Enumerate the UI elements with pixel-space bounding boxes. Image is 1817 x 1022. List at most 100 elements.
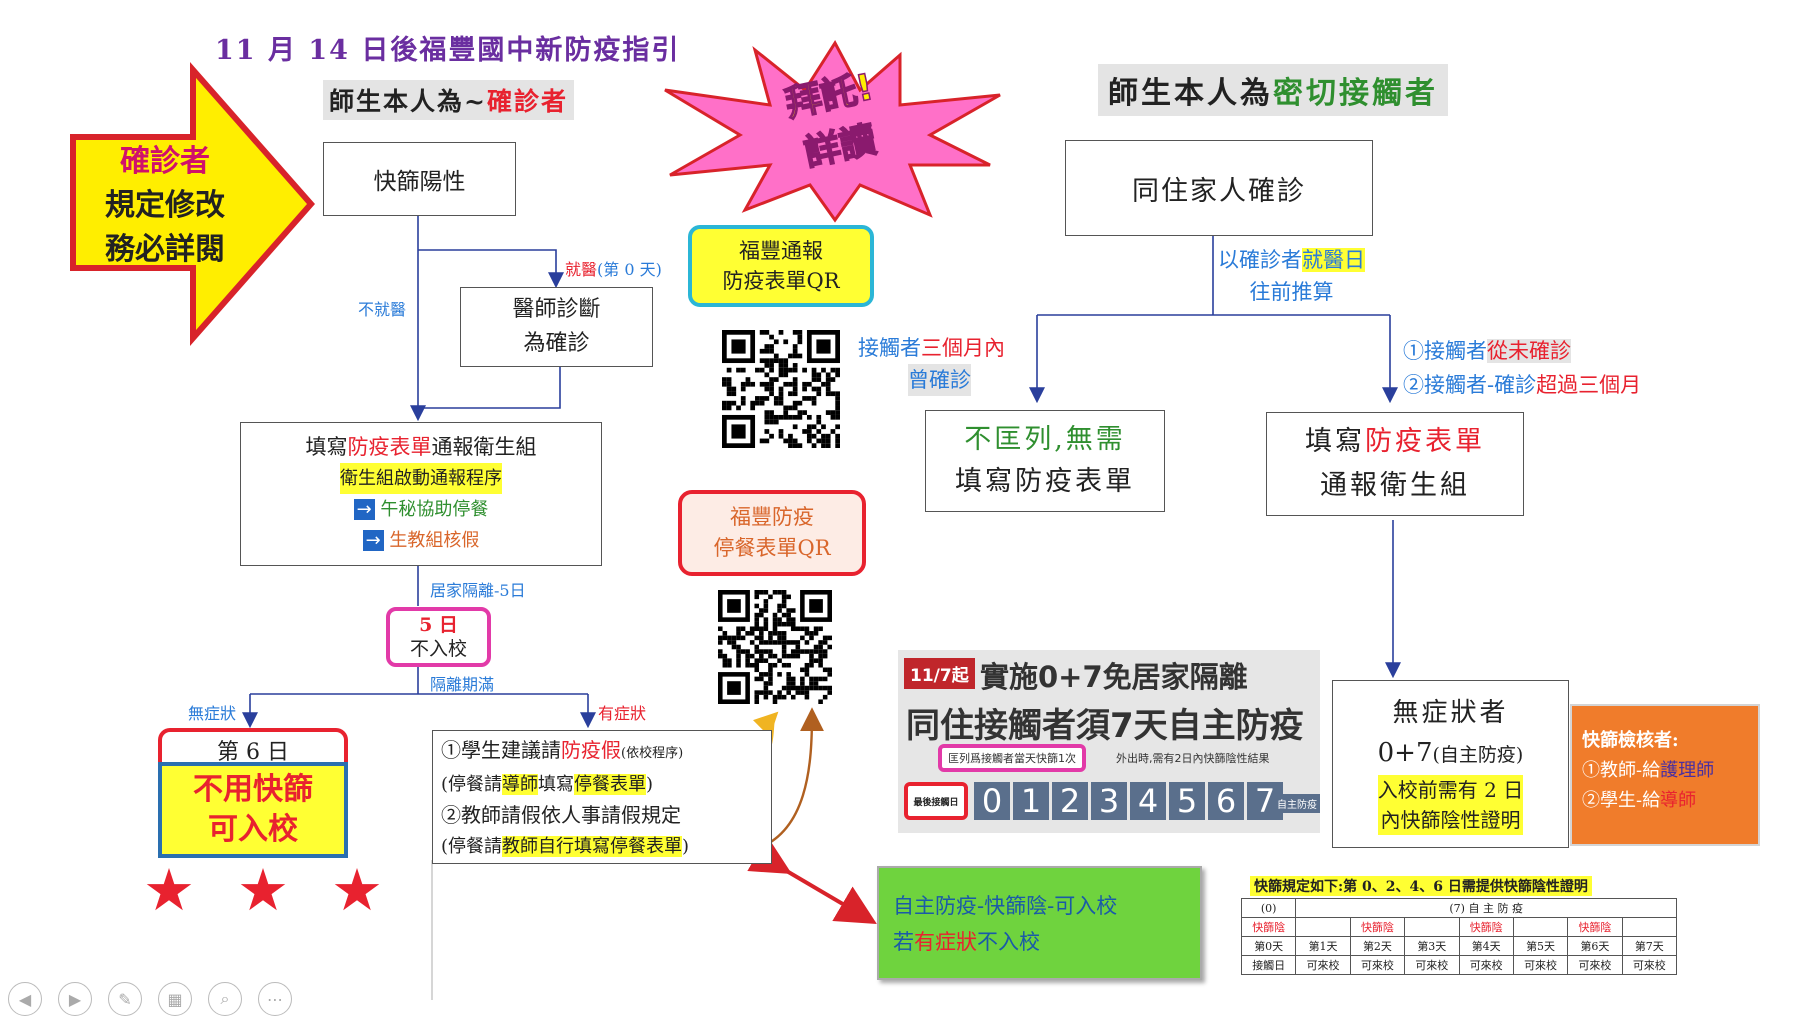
green-line2-red: 有症狀: [914, 930, 977, 954]
five-days-text: 不入校: [409, 638, 467, 660]
digit: 1: [1013, 782, 1049, 820]
backtrack-line2: 往前推算: [1249, 280, 1334, 304]
rule-day: 第6天: [1567, 936, 1623, 956]
checker-line2: ②學生-給導師: [1582, 786, 1748, 816]
next-icon[interactable]: ▶: [58, 982, 92, 1016]
asym-rule-main: 0+7: [1377, 738, 1433, 768]
qr1-line1: 福豐通報: [739, 239, 823, 263]
checker-line1: ①教師-給護理師: [1582, 756, 1748, 786]
banner-date-badge: 11/7起: [904, 658, 975, 689]
rule-bottom: 接觸日: [1240, 955, 1297, 975]
fill-form-post: 通報衛生組: [431, 435, 537, 459]
sym1-red: 防疫假: [561, 738, 621, 762]
condition-label: ①接觸者從未確診 ②接觸者-確診超過三個月: [1403, 334, 1641, 402]
burst-shape: [664, 40, 1001, 223]
green-line2: 若有症狀不入校: [893, 924, 1186, 960]
left-header-prefix: 師生本人為~: [329, 87, 487, 116]
backtrack-hl: 就醫日: [1302, 248, 1365, 272]
rule-head-zero: (0): [1240, 898, 1297, 918]
slides-icon[interactable]: ▦: [158, 982, 192, 1016]
checker-line2-hl: 導師: [1660, 790, 1697, 811]
star-icon: ★: [331, 856, 383, 924]
policy-banner: 11/7起 實施0+7免居家隔離 同住接觸者須7天自主防疫 匡列爲接觸者當天快篩…: [898, 650, 1320, 833]
qr2-line1: 福豐防疫: [730, 505, 814, 529]
more-icon[interactable]: ⋯: [258, 982, 292, 1016]
symptom-box: ①學生建議請防疫假(依校程序) (停餐請導師填寫停餐表單) ②教師請假依人事請假…: [432, 730, 772, 864]
lunch-help-line: → 午秘協助停餐: [353, 494, 488, 525]
asymptomatic-box: 無症狀者 0+7(自主防疫) 入校前需有 2 日 內快篩陰性證明: [1332, 680, 1569, 848]
has-symptom-label: 有症狀: [598, 704, 647, 723]
five-days-num: 5 日: [419, 614, 458, 636]
checker-line2-pre: ②學生-給: [1582, 790, 1661, 811]
rule-table: (0) (7) 自 主 防 疫 快篩陰 快篩陰 快篩陰 快篩陰 第0天 第1天 …: [1240, 898, 1678, 975]
pen-icon[interactable]: ✎: [108, 982, 142, 1016]
banner-self-label: 自主防疫: [1274, 794, 1320, 813]
digit: 2: [1052, 782, 1088, 820]
digit: 0: [974, 782, 1010, 820]
star-icon: ★: [143, 856, 195, 924]
sym2-p1: (停餐請: [441, 774, 503, 795]
rule-day: 第3天: [1404, 936, 1460, 956]
prev-icon[interactable]: ◀: [8, 982, 42, 1016]
symptom-line1: ①學生建議請防疫假(依校程序): [441, 735, 763, 769]
no-list-line1: 不匡列,無需: [964, 424, 1126, 455]
big-arrow-line3: 務必詳閱: [105, 232, 225, 267]
rule-day: 第0天: [1240, 936, 1297, 956]
rule-test-cell: 快篩陰: [1240, 917, 1297, 937]
fill-form-hl: 防疫表單: [347, 435, 432, 459]
see-doctor-label: 就醫(第 0 天): [565, 256, 662, 280]
fill-form2-box: 填寫防疫表單 通報衛生組: [1266, 412, 1524, 516]
rapid-positive-box: 快篩陽性: [323, 142, 516, 216]
rule-test-cell: 快篩陰: [1349, 917, 1406, 937]
rule-bottom: 可來校: [1404, 955, 1460, 975]
banner-last-day: 最後接觸日: [904, 782, 968, 820]
home-isolation-label: 居家隔離-5日: [430, 581, 526, 600]
cond1-red: 從未確診: [1487, 339, 1571, 363]
digit: 6: [1208, 782, 1244, 820]
green-line2-post: 不入校: [977, 930, 1040, 954]
qr2-label-box: 福豐防疫 停餐表單QR: [678, 490, 866, 576]
rule-day: 第1天: [1295, 936, 1351, 956]
day6-box: 第 6 日: [158, 728, 348, 768]
banner-digits: 0 1 2 3 4 5 6 7: [974, 782, 1283, 820]
fill-form-box: 填寫防疫表單通報衛生組 衛生組啟動通報程序 → 午秘協助停餐 → 生教組核假: [240, 422, 602, 566]
cond2-pre: ②接觸者-確診: [1403, 373, 1537, 397]
banner-last-day-label: 最後接觸日: [913, 797, 959, 808]
zoom-icon[interactable]: ⌕: [208, 982, 242, 1016]
rule-bottom: 可來校: [1295, 955, 1351, 975]
checker-title: 快篩檢核者:: [1582, 730, 1679, 751]
doctor-diagnosis-box: 醫師診斷 為確診: [460, 287, 653, 367]
qr-code-icon[interactable]: [722, 330, 840, 448]
within3-label: 接觸者三個月內 曾確診: [858, 332, 1005, 396]
leave-check-line: → 生教組核假: [362, 525, 479, 556]
left-header: 師生本人為~確診者: [323, 80, 574, 120]
doctor-diag-line2: 為確診: [523, 331, 590, 356]
within3-red: 三個月內: [921, 336, 1005, 360]
right-header-highlight: 密切接觸者: [1273, 76, 1438, 111]
asym-req-line2: 內快篩陰性證明: [1380, 808, 1521, 832]
within3-line1: 接觸者三個月內: [858, 332, 1005, 364]
fill-form-pre: 填寫: [305, 435, 348, 459]
symptom-line2: (停餐請導師填寫停餐表單): [441, 769, 763, 800]
big-arrow-line1: 確診者: [120, 144, 210, 179]
rule-test-cell: 快篩陰: [1567, 917, 1623, 937]
digit: 4: [1130, 782, 1166, 820]
cond2-line: ②接觸者-確診超過三個月: [1403, 368, 1641, 402]
isolation-over-label: 隔離期滿: [430, 675, 495, 694]
sym2-p3: ): [646, 774, 654, 795]
symptom-line3: ②教師請假依人事請假規定: [441, 803, 681, 827]
sym2-h2: 停餐表單: [574, 774, 647, 795]
green-line1: 自主防疫-快篩陰-可入校: [893, 894, 1118, 918]
digit: 3: [1091, 782, 1127, 820]
doctor-diag-line1: 醫師診斷: [512, 297, 601, 322]
qr1-line2: 防疫表單QR: [722, 269, 840, 293]
rule-day: 第5天: [1512, 936, 1569, 956]
qr-code-icon[interactable]: [718, 590, 832, 704]
rule-table-caption: 快篩規定如下:第 0、2、4、6 日需提供快篩陰性證明: [1250, 876, 1592, 896]
sym1-pre: ①學生建議請: [441, 738, 561, 762]
asym-req: 入校前需有 2 日 內快篩陰性證明: [1377, 775, 1524, 835]
rule-bottom: 可來校: [1567, 955, 1623, 975]
checker-box: 快篩檢核者: ①教師-給護理師 ②學生-給導師: [1570, 704, 1760, 846]
within3-line2: 曾確診: [908, 364, 971, 396]
